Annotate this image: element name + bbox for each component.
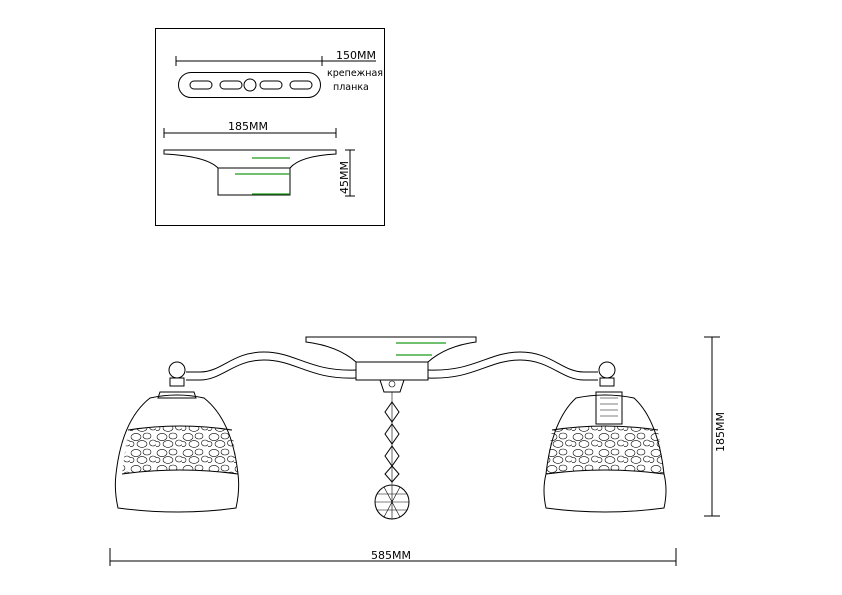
overall-width-text: 585ММ xyxy=(371,549,411,562)
plate-label-line1: крепежная xyxy=(327,68,383,79)
ceiling-canopy xyxy=(305,336,477,393)
fixture-arms xyxy=(186,351,598,381)
mounting-plate xyxy=(178,72,321,98)
bulb-socket xyxy=(595,391,623,425)
plate-label-line2: планка xyxy=(333,82,369,93)
right-glass-shade xyxy=(543,361,667,513)
canopy-side-view xyxy=(163,149,337,196)
plate-dimension-line: 150ММ xyxy=(175,49,376,66)
canopy-width-text: 185ММ xyxy=(228,120,268,133)
overall-height-text: 185ММ xyxy=(714,412,727,452)
canopy-height-dimension-line: 45ММ xyxy=(338,149,355,197)
plate-dimension-text: 150ММ xyxy=(336,49,376,62)
chandelier-front-view: 185ММ 585ММ xyxy=(109,336,727,566)
crystal-pendant xyxy=(374,392,410,520)
canopy-height-text: 45ММ xyxy=(338,161,351,194)
mounting-detail-inset: 150ММ крепежная планка 185ММ xyxy=(155,28,385,226)
canopy-width-dimension-line: 185ММ xyxy=(163,120,337,138)
inset-frame xyxy=(155,28,385,226)
overall-width-dimension-line: 585ММ xyxy=(109,548,677,566)
left-glass-shade xyxy=(114,361,240,513)
overall-height-dimension-line: 185ММ xyxy=(704,336,727,517)
